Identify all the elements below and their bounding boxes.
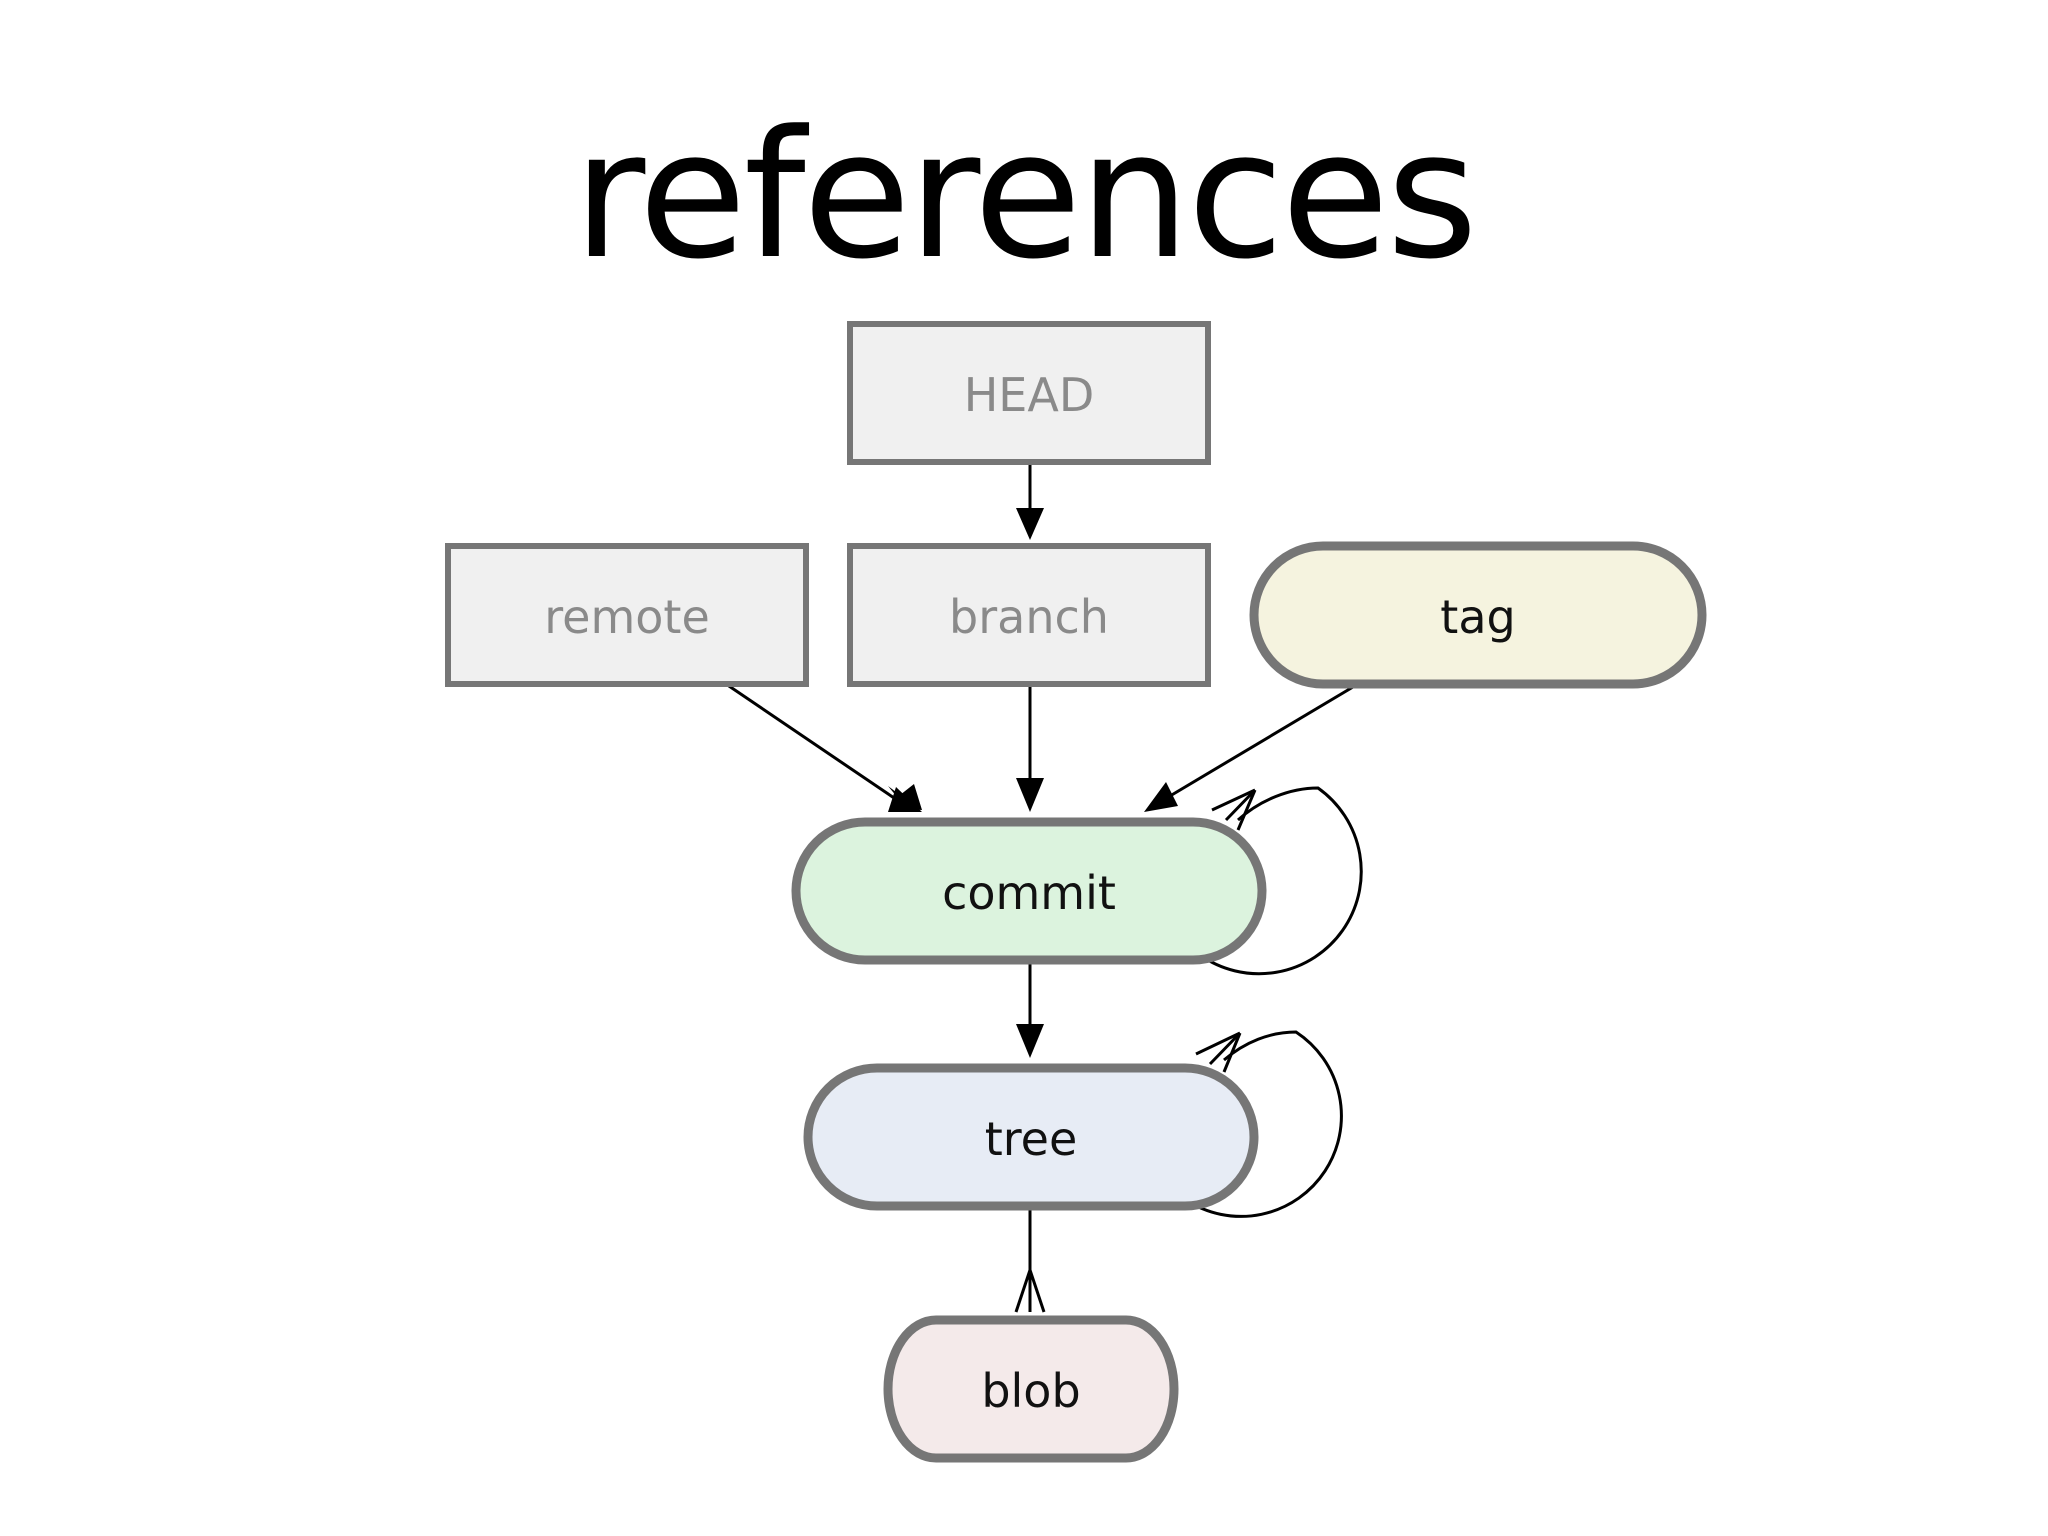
node-blob-label: blob: [981, 1364, 1080, 1418]
node-branch: branch: [847, 543, 1211, 687]
node-remote-label: remote: [544, 590, 710, 644]
node-commit-label: commit: [942, 866, 1116, 920]
node-blob: blob: [883, 1315, 1179, 1463]
node-commit: commit: [791, 817, 1267, 965]
edge-head-to-branch: [1016, 464, 1044, 540]
node-tag: tag: [1249, 541, 1707, 689]
node-branch-label: branch: [949, 590, 1109, 644]
node-remote: remote: [445, 543, 809, 687]
edge-tree-to-blob: [1014, 1206, 1046, 1313]
edge-commit-self-loop: [1199, 786, 1363, 976]
slide-title: references: [572, 93, 1478, 298]
node-head-label: HEAD: [964, 368, 1095, 422]
node-tree-label: tree: [985, 1112, 1078, 1166]
node-tree: tree: [803, 1063, 1259, 1211]
node-head: HEAD: [847, 321, 1211, 465]
edge-remote-to-commit: [725, 682, 922, 812]
node-tag-label: tag: [1440, 590, 1515, 644]
edge-tree-self-loop: [1185, 1030, 1343, 1218]
edge-commit-to-tree: [1016, 960, 1044, 1058]
edge-branch-to-commit: [1016, 684, 1044, 812]
edge-tag-to-commit: [1144, 682, 1359, 812]
